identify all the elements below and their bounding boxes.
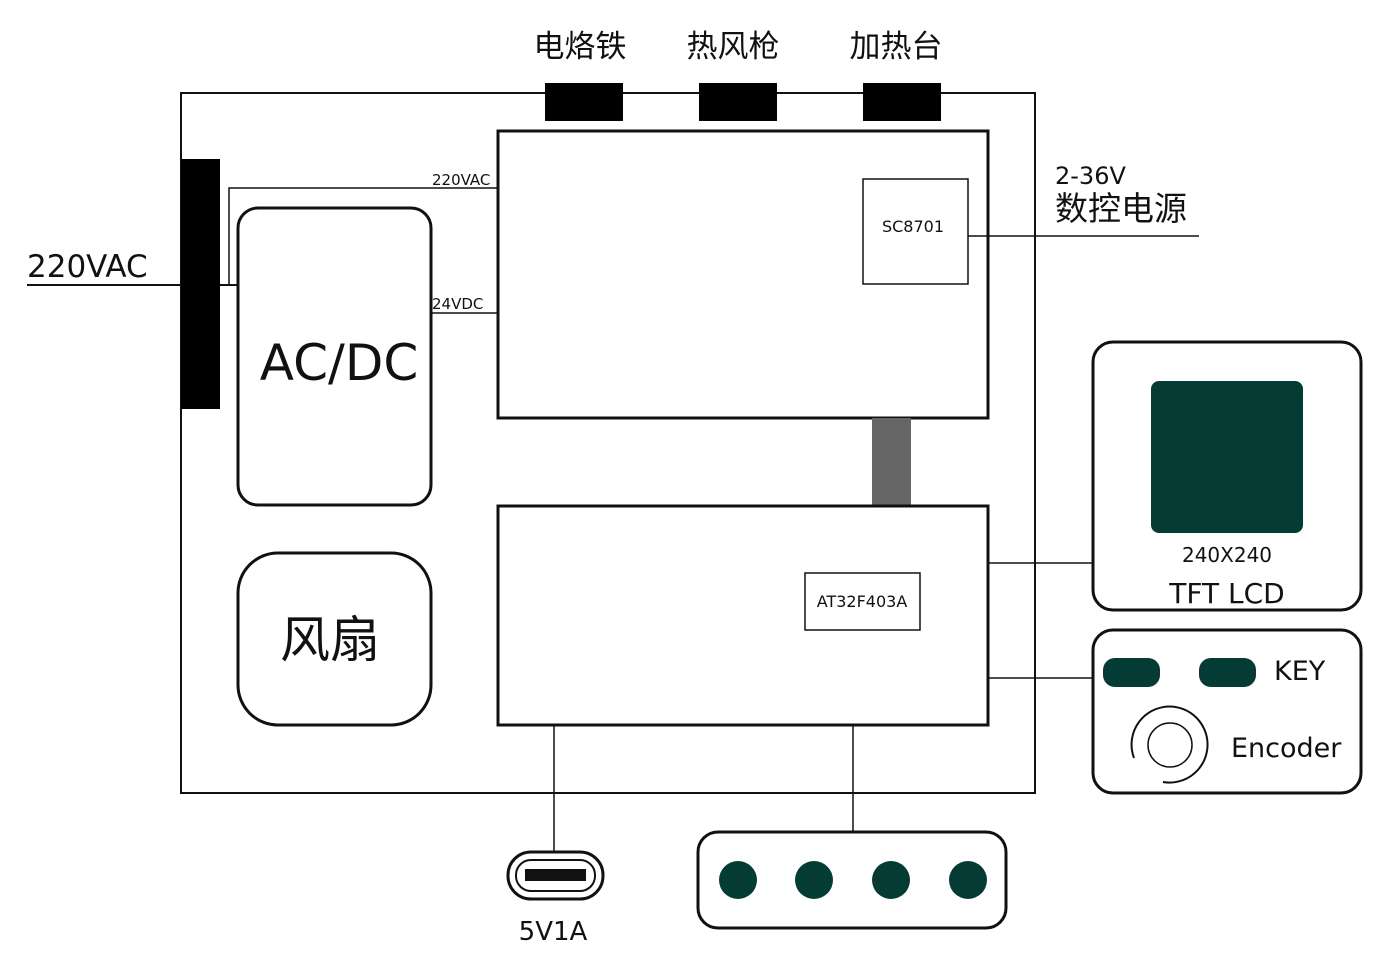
ac-input-connector bbox=[181, 159, 220, 409]
fan-label: 风扇 bbox=[280, 611, 380, 669]
fan-module bbox=[236, 551, 433, 727]
heating-plate-connector bbox=[863, 83, 941, 121]
key-1-icon[interactable] bbox=[1103, 658, 1160, 687]
acdc-label: AC/DC bbox=[260, 334, 419, 392]
terminal-2-icon bbox=[795, 861, 833, 899]
terminal-strip bbox=[696, 830, 1008, 930]
psu-name-label: 数控电源 bbox=[1055, 189, 1187, 228]
key-2-icon[interactable] bbox=[1199, 658, 1256, 687]
lcd-name-label: TFT LCD bbox=[1168, 577, 1284, 610]
sc8701-chip bbox=[862, 178, 969, 285]
usb-c-port-icon bbox=[506, 850, 605, 901]
soldering-iron-label: 电烙铁 bbox=[534, 29, 627, 65]
psu-range-label: 2-36V bbox=[1055, 162, 1126, 190]
terminal-4-icon bbox=[949, 861, 987, 899]
usb-label: 5V1A bbox=[519, 917, 588, 947]
encoder-label: Encoder bbox=[1231, 733, 1342, 764]
lcd-screen bbox=[1151, 381, 1303, 533]
key-label: KEY bbox=[1274, 656, 1326, 687]
lcd-resolution-label: 240X240 bbox=[1182, 543, 1272, 567]
input-panel bbox=[1091, 628, 1363, 795]
terminal-3-icon bbox=[872, 861, 910, 899]
sc8701-label: SC8701 bbox=[882, 217, 944, 236]
acdc-module bbox=[236, 206, 433, 507]
terminal-1-icon bbox=[719, 861, 757, 899]
ac-to-power-board-wire bbox=[228, 187, 498, 285]
hot-air-gun-connector bbox=[699, 83, 777, 121]
rotary-encoder-icon[interactable] bbox=[1130, 705, 1209, 784]
soldering-iron-connector bbox=[545, 83, 623, 121]
wire-24vdc-label: 24VDC bbox=[432, 295, 483, 313]
ac-input-label: 220VAC bbox=[27, 249, 148, 285]
mcu-chip bbox=[804, 572, 921, 631]
heating-plate-label: 加热台 bbox=[850, 29, 943, 65]
board-ribbon-cable bbox=[872, 418, 911, 506]
hot-air-gun-label: 热风枪 bbox=[687, 29, 780, 65]
mcu-label: AT32F403A bbox=[817, 592, 908, 611]
wire-220vac-label: 220VAC bbox=[432, 171, 490, 189]
